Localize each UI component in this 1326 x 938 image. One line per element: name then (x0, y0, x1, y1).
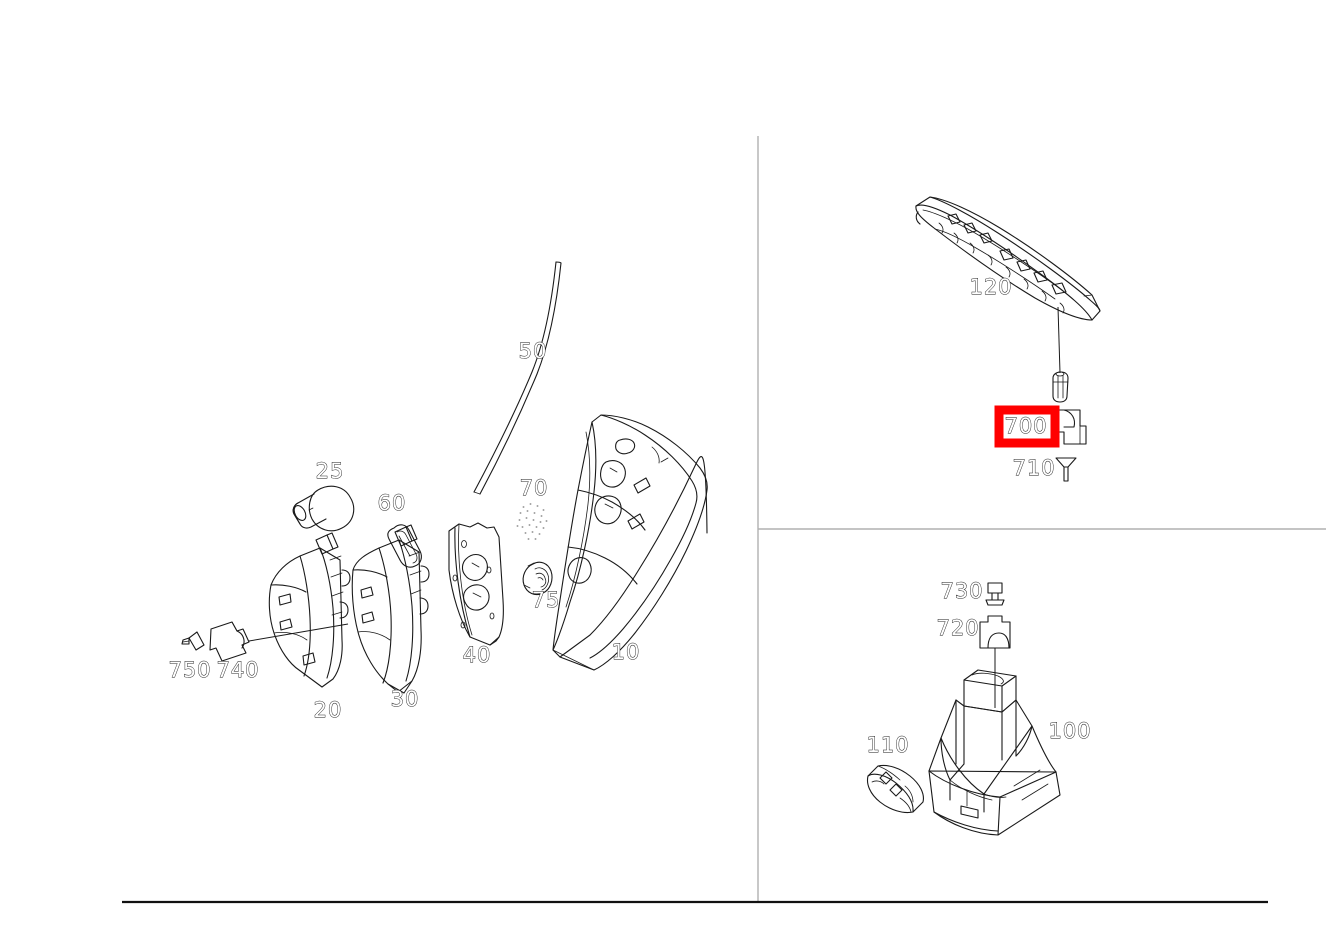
part-40-reflector-panel[interactable] (448, 522, 504, 646)
callout-label-40: 40 (463, 643, 492, 667)
leader-120-to-clip (1057, 306, 1061, 374)
part-710-rivet-glyph[interactable] (1055, 457, 1077, 482)
part-10-lamp-housing[interactable] (552, 414, 708, 671)
part-700-clip-body[interactable] (1057, 409, 1087, 445)
part-20-bulb-carrier-inner[interactable] (268, 532, 351, 688)
part-50-seal-strip[interactable] (473, 261, 562, 495)
part-740-connector[interactable] (209, 621, 250, 662)
highlight-box-700[interactable] (994, 405, 1060, 448)
callout-label-730: 730 (940, 579, 983, 603)
callout-label-75: 75 (532, 588, 561, 612)
callout-label-20: 20 (314, 698, 343, 722)
top-right-panel-group (915, 196, 1101, 482)
callout-label-10: 10 (612, 640, 641, 664)
part-750-screw[interactable] (181, 631, 205, 651)
callout-label-700[interactable]: 700 (1004, 414, 1047, 439)
callout-label-25: 25 (316, 459, 345, 483)
part-110-festoon-bulb[interactable] (866, 764, 924, 814)
part-75-coiled-grommet[interactable] (522, 561, 553, 596)
panel-dividers (122, 136, 1326, 904)
callout-label-110: 110 (866, 733, 909, 757)
callout-label-120: 120 (969, 275, 1012, 299)
part-30-bulb-carrier-outer[interactable] (351, 524, 430, 694)
part-720-bracket-clip[interactable] (979, 615, 1011, 649)
bottom-right-panel-group (866, 582, 1061, 836)
part-120-trim-strip[interactable] (915, 196, 1101, 321)
callout-label-50: 50 (519, 339, 548, 363)
callout-label-710: 710 (1012, 456, 1055, 480)
callout-label-70: 70 (520, 476, 549, 500)
retaining-clip-graphic[interactable] (1052, 371, 1069, 403)
callout-label-740: 740 (216, 658, 259, 682)
callout-label-750: 750 (168, 658, 211, 682)
leader-740-to-20 (248, 623, 349, 642)
part-730-rivet-glyph[interactable] (985, 582, 1005, 606)
callout-label-30: 30 (391, 687, 420, 711)
callout-label-60: 60 (378, 491, 407, 515)
callout-label-100: 100 (1048, 719, 1091, 743)
callout-labels: 25 60 50 70 75 750 740 20 30 40 10 120 7… (168, 275, 1091, 758)
left-panel-group (181, 261, 708, 694)
part-25-bulb[interactable] (292, 485, 355, 532)
callout-label-720: 720 (936, 616, 979, 640)
part-70-gasket-pad[interactable] (516, 503, 548, 540)
part-100-lamp-housing[interactable] (928, 669, 1061, 836)
